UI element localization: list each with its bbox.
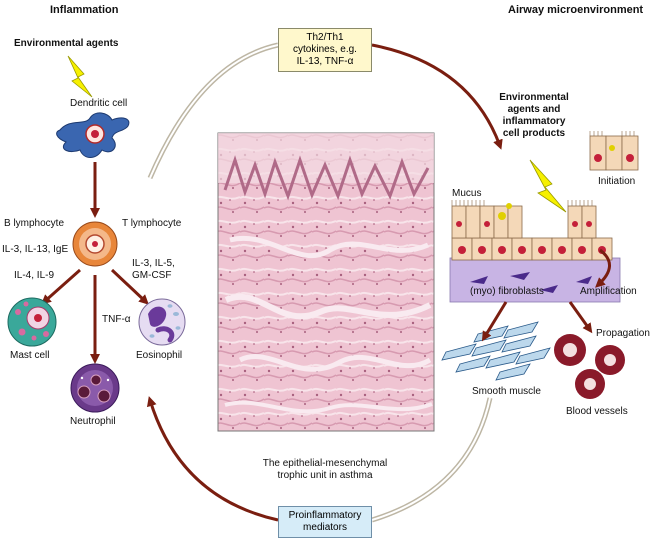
env-right-line-1: Environmental (499, 92, 569, 103)
smooth-muscle-label: Smooth muscle (472, 386, 541, 397)
env-right-line-2: agents and (507, 104, 561, 115)
b-lymphocyte-label: B lymphocyte (4, 218, 65, 229)
airway-microenvironment-header: Airway microenvironment (508, 4, 644, 16)
eosinophil-icon (138, 298, 186, 346)
mediators-line-1: Proinflammatory (288, 510, 362, 521)
caption-line-2: trophic unit in asthma (277, 470, 373, 481)
cytokines-line-3: IL-13, TNF-α (296, 56, 354, 67)
trophic-unit-caption: The epithelial-mesenchymal trophic unit … (240, 458, 410, 482)
il4-il9-label: IL-4, IL-9 (14, 270, 55, 281)
env-right-line-4: cell products (502, 128, 566, 139)
initiation-epithelium-icon (589, 131, 639, 171)
initiation-label: Initiation (598, 176, 636, 187)
myo-fibroblasts-label: (myo) fibroblasts (470, 286, 544, 297)
caption-line-1: The epithelial-mesenchymal (262, 458, 388, 469)
mast-cell-icon (7, 297, 57, 347)
neutrophil-label: Neutrophil (70, 416, 116, 427)
mucus-label: Mucus (452, 188, 482, 199)
amplification-label: Amplification (580, 286, 637, 297)
histology-micrograph (217, 132, 435, 432)
environmental-agents-right-label: Environmental agents and inflammatory ce… (484, 92, 584, 140)
propagation-label: Propagation (596, 328, 650, 339)
il3-il5-line: IL-3, IL-5, (132, 258, 175, 269)
lymphocyte-icon (72, 221, 118, 267)
lightning-right-icon (529, 159, 567, 213)
eosinophil-label: Eosinophil (136, 350, 183, 361)
env-right-line-3: inflammatory (502, 116, 566, 127)
t-lymphocyte-label: T lymphocyte (122, 218, 182, 229)
il3-il13-ige-label: IL-3, IL-13, IgE (2, 244, 69, 255)
dendritic-cell-label: Dendritic cell (70, 98, 128, 109)
cytokines-line-1: Th2/Th1 (306, 32, 344, 43)
gmcsf-line: GM-CSF (132, 270, 172, 281)
tnf-alpha-label: TNF-α (102, 314, 131, 325)
mast-cell-label: Mast cell (10, 350, 50, 361)
inflammation-arrows (41, 162, 149, 364)
airway-arrows (481, 248, 611, 342)
blood-vessels-label: Blood vessels (566, 406, 628, 417)
inflammation-header: Inflammation (50, 4, 119, 16)
mediators-line-2: mediators (303, 522, 347, 533)
cytokines-box: Th2/Th1 cytokines, e.g. IL-13, TNF-α (278, 28, 372, 72)
cycle-arcs (146, 42, 503, 523)
blood-vessels-icon (554, 334, 625, 399)
cytokines-line-2: cytokines, e.g. (293, 44, 357, 55)
neutrophil-icon (70, 363, 120, 413)
airway-epithelium (449, 200, 621, 303)
smooth-muscle-icon (441, 321, 551, 381)
il3-il5-gmcsf-label: IL-3, IL-5, GM-CSF (132, 258, 175, 282)
environmental-agents-left-label: Environmental agents (14, 38, 119, 49)
mediators-box: Proinflammatory mediators (278, 506, 372, 538)
lightning-left-icon (67, 55, 93, 98)
dendritic-cell-icon (56, 112, 130, 158)
